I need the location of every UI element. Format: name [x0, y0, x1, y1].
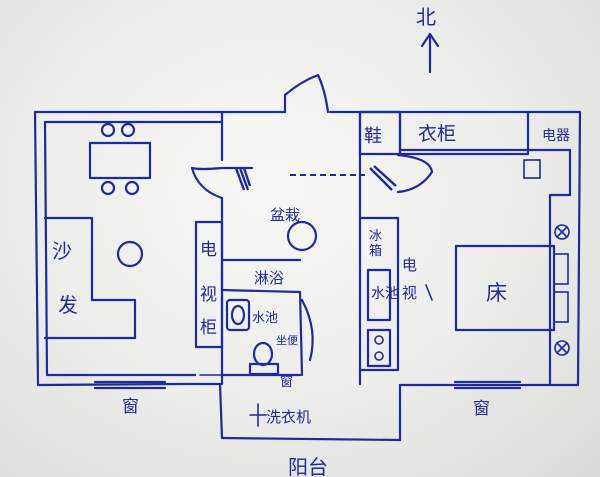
tv-cabinet-left: 电 视 柜	[194, 220, 224, 349]
sofa-label-2: 发	[58, 293, 78, 317]
svg-text:电: 电	[200, 240, 217, 260]
sofa: 沙 发	[43, 216, 137, 340]
bed: 床	[454, 224, 570, 356]
svg-text:淋浴: 淋浴	[254, 269, 284, 287]
living-room-window: 窗	[93, 380, 167, 417]
wardrobe: 衣柜 电器	[398, 110, 570, 156]
svg-text:水池: 水池	[371, 286, 399, 302]
svg-text:水池: 水池	[252, 311, 278, 326]
svg-text:电器: 电器	[542, 128, 570, 144]
svg-text:视: 视	[402, 284, 417, 302]
north-arrow: 北	[416, 5, 440, 74]
bottom-label: 阳台	[288, 455, 328, 477]
entrance-door	[283, 73, 330, 114]
svg-text:洗衣机: 洗衣机	[266, 408, 311, 426]
north-label: 北	[416, 5, 436, 29]
svg-text:窗: 窗	[473, 399, 490, 419]
svg-text:盆栽: 盆栽	[270, 206, 300, 224]
living-room-walls	[43, 110, 224, 386]
bedroom-walls	[398, 148, 572, 387]
svg-text:视: 视	[200, 285, 217, 305]
svg-text:电: 电	[402, 256, 417, 274]
svg-text:窗: 窗	[280, 374, 293, 390]
coffee-table	[116, 240, 144, 268]
fridge-column: 冰 箱 水池	[358, 216, 400, 372]
washbasin: 盆栽	[270, 206, 318, 252]
svg-text:鞋: 鞋	[364, 126, 382, 147]
svg-text:冰: 冰	[369, 229, 382, 244]
bedroom-window: 窗	[453, 380, 522, 419]
svg-text:衣柜: 衣柜	[418, 123, 456, 145]
sofa-label-1: 沙	[52, 239, 72, 263]
washing-machine: 洗衣机	[249, 403, 311, 427]
tv-cabinet-right: 电 视	[402, 256, 433, 302]
svg-text:箱: 箱	[369, 243, 382, 259]
dining-table	[88, 122, 152, 196]
svg-text:窗: 窗	[122, 397, 139, 417]
left-door	[190, 166, 254, 200]
svg-text:床: 床	[486, 281, 507, 305]
outer-walls	[33, 110, 582, 442]
svg-text:坐便: 坐便	[276, 334, 298, 347]
svg-text:柜: 柜	[200, 318, 217, 338]
bathroom: 淋浴 水池 坐便 窗	[220, 258, 314, 390]
